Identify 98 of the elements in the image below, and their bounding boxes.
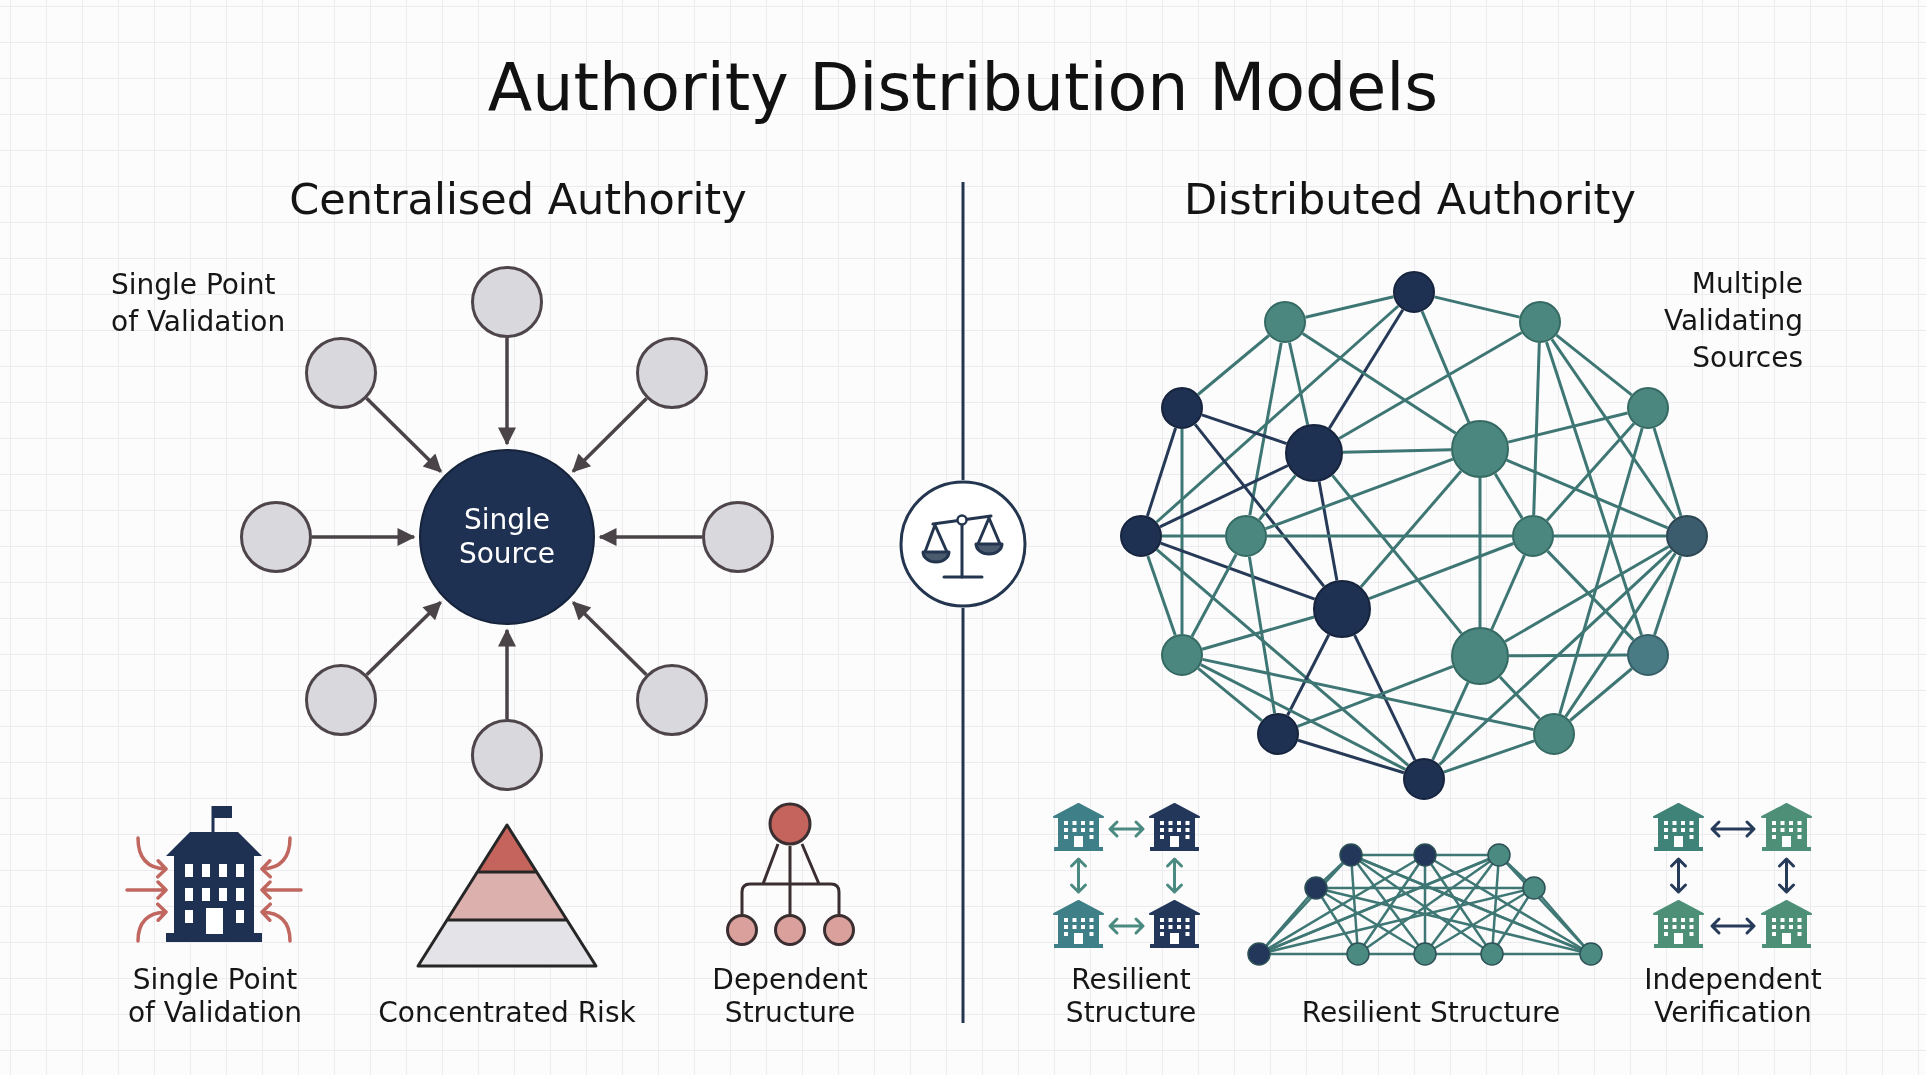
connector-line xyxy=(1555,333,1633,397)
connector-line xyxy=(1550,338,1677,520)
connector-line xyxy=(1301,332,1457,435)
connector-line xyxy=(1317,481,1339,581)
connector-line xyxy=(1434,295,1520,319)
node-label: Single Source xyxy=(457,502,557,572)
arrow xyxy=(598,528,702,546)
network-node xyxy=(1161,387,1203,429)
connector-line xyxy=(1201,615,1315,651)
connector-line xyxy=(1180,429,1184,634)
network-node xyxy=(1519,301,1561,343)
arrow xyxy=(498,338,516,446)
connector-line xyxy=(1288,342,1310,426)
network-node xyxy=(1666,515,1708,557)
connector-line xyxy=(1504,545,1670,643)
connector-line xyxy=(1297,738,1405,775)
network-node xyxy=(1403,758,1445,800)
connector-line xyxy=(1653,555,1682,636)
connector-line xyxy=(1359,470,1463,588)
icon-caption: Single Point of Validation xyxy=(126,963,304,1029)
arrow xyxy=(365,600,442,677)
connector-line xyxy=(1532,342,1541,516)
network-node xyxy=(1120,515,1162,557)
icon-caption: Resilient Structure xyxy=(1301,996,1561,1029)
connector-line xyxy=(1155,548,1410,767)
connector-line xyxy=(1353,634,1417,761)
network-node xyxy=(1161,634,1203,676)
connector-line xyxy=(1305,295,1394,319)
arrow xyxy=(312,528,416,546)
network-node xyxy=(1225,515,1267,557)
section-heading: Centralised Authority xyxy=(289,174,747,226)
connector-line xyxy=(1438,549,1673,766)
connector-line xyxy=(1258,474,1297,521)
network-node xyxy=(1393,271,1435,313)
network-node xyxy=(1257,713,1299,755)
network-node xyxy=(1533,713,1575,755)
connector-line xyxy=(1146,555,1177,636)
icon-caption: Dependent Structure xyxy=(711,963,869,1029)
connector-line xyxy=(1248,342,1283,516)
connector-line xyxy=(1558,427,1644,715)
arrow xyxy=(498,628,516,719)
network-node xyxy=(1512,515,1554,557)
connector-line xyxy=(1564,552,1677,718)
network-node xyxy=(1627,387,1669,429)
network-node xyxy=(1264,301,1306,343)
connector-line xyxy=(1159,464,1289,529)
connector-line xyxy=(1160,541,1316,601)
connector-line xyxy=(1342,448,1452,454)
connector-line xyxy=(1545,341,1643,636)
connector-line xyxy=(1420,310,1471,423)
connector-line xyxy=(1201,413,1288,445)
connector-line xyxy=(1265,457,1454,531)
connector-line xyxy=(1162,534,1225,538)
icon-caption: Concentrated Risk xyxy=(378,996,636,1029)
network-node xyxy=(1451,627,1509,685)
connector-line xyxy=(1368,542,1514,600)
connector-line xyxy=(1338,331,1523,440)
connector-line xyxy=(1197,334,1270,396)
connector-line xyxy=(1490,554,1526,631)
connector-line xyxy=(1247,556,1277,714)
icon-caption: Resilient Structure xyxy=(1064,963,1198,1029)
connector-line xyxy=(1202,657,1534,732)
connector-line xyxy=(1507,411,1628,444)
connector-line xyxy=(1506,458,1669,530)
connector-line xyxy=(1155,304,1400,524)
arrow xyxy=(571,601,648,676)
annotation-label: Multiple Validating Sources xyxy=(1663,266,1803,376)
connector-line xyxy=(1554,534,1666,538)
section-heading: Distributed Authority xyxy=(1184,174,1636,226)
connector-line xyxy=(1546,550,1635,641)
arrow xyxy=(571,397,648,473)
icon-caption: Independent Verification xyxy=(1643,963,1823,1029)
connector-line xyxy=(1297,665,1454,728)
network-node xyxy=(1627,634,1669,676)
connector-line xyxy=(1197,667,1263,722)
connector-line xyxy=(1498,675,1541,720)
connector-line xyxy=(1331,474,1463,635)
connector-line xyxy=(1190,553,1238,638)
connector-line xyxy=(1193,423,1326,588)
connector-line xyxy=(1493,473,1524,519)
connector-line xyxy=(1286,634,1331,716)
network-node xyxy=(1313,580,1371,638)
connector-line xyxy=(1200,663,1406,771)
annotation-label: Single Point of Validation xyxy=(111,267,287,340)
connector-line xyxy=(1569,667,1633,722)
connector-line xyxy=(1145,427,1178,517)
arrow xyxy=(365,397,443,473)
connector-line xyxy=(1652,427,1683,517)
connector-line xyxy=(1431,681,1470,761)
network-node xyxy=(1451,420,1509,478)
connector-line xyxy=(1545,422,1636,522)
connector-line xyxy=(1509,653,1627,658)
connector-line xyxy=(1478,478,1482,627)
connector-line xyxy=(1267,534,1512,538)
connector-line xyxy=(1328,309,1405,430)
diagram-title: Authority Distribution Models xyxy=(487,49,1439,127)
connector-line xyxy=(1443,739,1535,774)
network-node xyxy=(1285,424,1343,482)
